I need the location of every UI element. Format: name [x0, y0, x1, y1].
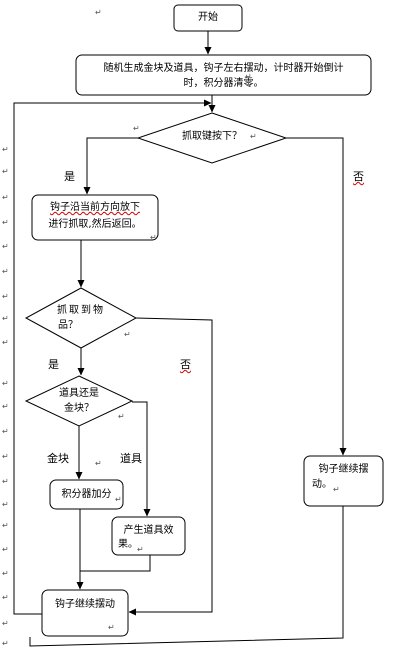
decision-caught-text-line2: 品？	[58, 320, 78, 331]
paragraph-mark: ↵	[2, 619, 9, 628]
paragraph-mark: ↵	[2, 545, 9, 554]
paragraph-mark: ↵	[333, 485, 340, 494]
grab-box	[31, 194, 159, 241]
decision-type-text-line1: 道具还是	[59, 388, 99, 399]
init-text-line2: 时，积分器清零。	[183, 78, 264, 89]
paragraph-mark: ↵	[95, 459, 102, 468]
score-box	[49, 479, 124, 510]
paragraph-mark: ↵	[2, 569, 9, 578]
edge-press-no	[286, 137, 347, 456]
decision-type-text-line2: 金块？	[64, 403, 94, 414]
paragraph-mark: ↵	[115, 495, 122, 504]
grab-text-line2: 进行抓取,然后返回。	[48, 219, 142, 230]
paragraph-mark: ↵	[108, 623, 115, 632]
paragraph-mark: ↵	[2, 338, 9, 347]
paragraph-mark: ↵	[124, 330, 131, 339]
grab-text-line1: 钩子沿当前方向放下	[32, 201, 158, 215]
paragraph-mark: ↵	[2, 242, 9, 251]
score-text: 积分器加分	[61, 489, 112, 500]
edge-label-item: 道具	[120, 452, 142, 465]
paragraph-mark: ↵	[2, 379, 9, 388]
paragraph-mark: ↵	[2, 267, 9, 276]
edge-right-loop-back	[29, 506, 344, 647]
hook-continue-right-text-line1: 钩子继续摆	[318, 464, 369, 475]
item-effect-box	[111, 516, 186, 556]
paragraph-mark: ↵	[2, 639, 9, 648]
edge-label-press-yes: 是	[64, 170, 75, 183]
paragraph-mark: ↵	[2, 477, 9, 486]
edge-label-caught-no-text: 否	[180, 358, 191, 371]
decision-press-text: 抓取键按下？	[182, 131, 242, 142]
paragraph-mark: ↵	[2, 500, 9, 509]
paragraph-mark: ↵	[250, 132, 257, 141]
decision-press-diamond	[136, 112, 288, 164]
paragraph-mark: ↵	[2, 218, 9, 227]
paragraph-mark: ↵	[2, 402, 9, 411]
paragraph-mark: ↵	[137, 545, 144, 554]
paragraph-mark: ↵	[2, 167, 9, 176]
paragraph-mark: ↵	[95, 8, 102, 17]
edge-label-caught-no: 否	[180, 356, 191, 372]
init-box	[75, 54, 372, 96]
paragraph-mark: ↵	[2, 452, 9, 461]
edge-label-caught-yes: 是	[48, 358, 59, 371]
grab-text-content: 钩子沿当前方向放下	[50, 202, 140, 213]
hook-continue-bottom-box	[41, 589, 129, 637]
decision-type-diamond	[24, 375, 134, 427]
item-effect-text-line1: 产生道具效	[123, 525, 174, 536]
edge-type-item	[132, 401, 151, 517]
edge-item-merge	[80, 555, 151, 572]
paragraph-mark: ↵	[118, 412, 125, 421]
decision-caught-diamond	[24, 287, 138, 349]
decision-caught-text-line1: 抓取到物	[57, 305, 105, 316]
edge-caught-no	[128, 317, 213, 616]
paragraph-mark: ↵	[2, 427, 9, 436]
hook-continue-bottom-text: 钩子继续摆动	[55, 599, 115, 610]
paragraph-mark: ↵	[2, 292, 9, 301]
paragraph-mark: ↵	[133, 124, 140, 133]
start-text: 开始	[198, 12, 218, 23]
edge-loop-back	[13, 99, 212, 615]
paragraph-mark: ↵	[2, 593, 9, 602]
init-text-line1: 随机生成金块及道具，钩子左右摆动，计时器开始倒计	[103, 63, 344, 74]
edge-label-press-no: 否	[353, 168, 364, 184]
hook-continue-right-text-line2: 动。	[312, 479, 332, 490]
paragraph-mark: ↵	[2, 521, 9, 530]
edge-press-yes	[83, 137, 138, 195]
paragraph-mark: ↵	[150, 233, 157, 242]
paragraph-mark: ↵	[2, 314, 9, 323]
paragraph-mark: ↵	[245, 72, 252, 81]
edge-label-press-no-text: 否	[353, 170, 364, 183]
paragraph-mark: ↵	[2, 145, 9, 154]
paragraph-mark: ↵	[2, 193, 9, 202]
item-effect-text-line2: 果。	[118, 539, 138, 550]
edge-label-gold: 金块	[47, 452, 69, 465]
